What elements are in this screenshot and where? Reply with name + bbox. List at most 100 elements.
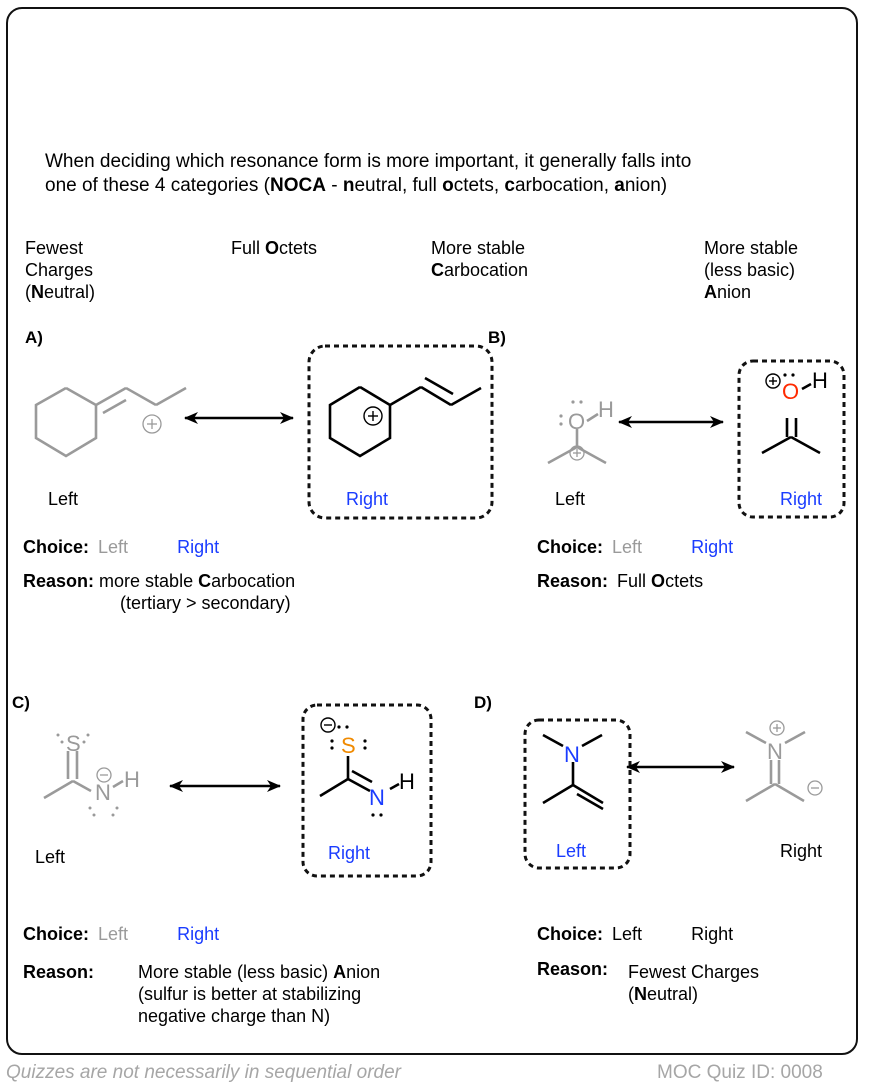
choice-right[interactable]: Right	[177, 537, 220, 557]
intro-text: When deciding which resonance form is mo…	[45, 150, 691, 198]
reason-text: Full	[617, 571, 652, 591]
bond	[43, 779, 74, 800]
choice-right[interactable]: Right	[177, 924, 220, 944]
bold-letter: n	[342, 175, 355, 196]
question-d-label: D)	[474, 693, 492, 712]
atom-h: H	[399, 769, 415, 794]
atom-h: H	[812, 368, 828, 393]
reason-label: Reason:	[537, 959, 609, 979]
choice-row-d: Choice: Left Right	[537, 923, 733, 945]
category-anion: More stable (less basic) Anion	[704, 237, 798, 303]
question-b-label: B)	[488, 328, 506, 347]
bond-double	[351, 769, 373, 784]
bond	[745, 782, 776, 803]
lone-pair-dots	[559, 400, 583, 426]
bond	[542, 733, 564, 748]
lone-pair-dots	[330, 725, 383, 817]
text-segment: nion	[717, 282, 752, 302]
choice-label: Choice:	[23, 924, 90, 944]
structure-a-right	[328, 376, 482, 458]
intro-text-segment: eutral, full	[354, 175, 443, 196]
bond	[801, 382, 812, 391]
reason-text: (tertiary > secondary)	[120, 593, 291, 613]
reason-d: Reason: Fewest Charges (Neutral)	[537, 958, 759, 1004]
bond-ring	[34, 386, 98, 458]
text-segment: (	[25, 282, 31, 302]
intro-text-segment: one of these 4 categories (	[45, 175, 270, 196]
option-d-left-label[interactable]: Left	[556, 841, 587, 861]
structure-b-left	[547, 412, 607, 465]
intro-text-segment: nion)	[624, 175, 668, 196]
option-b-left-label[interactable]: Left	[555, 489, 586, 509]
choice-left[interactable]: Left	[98, 924, 129, 944]
bold-letter: O	[265, 238, 280, 258]
quiz-card-frame	[6, 7, 858, 1055]
minus-charge-icon	[96, 767, 112, 783]
atom-n: N	[564, 742, 580, 767]
bond	[319, 777, 349, 798]
bond	[72, 779, 92, 793]
answer-box-c	[301, 703, 433, 878]
bond	[112, 779, 124, 789]
structure-c-right	[319, 717, 400, 798]
bold-letter: A	[333, 962, 347, 982]
intro-text-segment: ctets,	[453, 175, 505, 196]
noca-acronym: NOCA	[269, 175, 326, 196]
atom-n: N	[767, 739, 783, 764]
plus-charge-icon	[142, 414, 162, 434]
atom-h: H	[598, 397, 614, 422]
choice-row-c: Choice: Left Right	[23, 923, 219, 945]
choice-left[interactable]: Left	[98, 537, 129, 557]
answer-box-a	[307, 344, 494, 520]
structure-a-left	[34, 386, 187, 458]
option-b-right-label[interactable]: Right	[780, 489, 823, 509]
lone-pair-dots	[783, 373, 795, 377]
structure-c-left	[43, 751, 124, 800]
choice-right[interactable]: Right	[691, 537, 734, 557]
reason-text: (	[628, 984, 634, 1004]
option-a-right-label[interactable]: Right	[346, 489, 389, 509]
option-a-left-label[interactable]: Left	[48, 489, 79, 509]
intro-line-2: one of these 4 categories (NOCA - neutra…	[45, 174, 691, 198]
bond	[155, 386, 187, 407]
bond	[125, 386, 157, 407]
atom-s: S	[66, 731, 81, 756]
bold-letter: C	[431, 260, 444, 280]
bond-ring	[328, 385, 392, 458]
category-text: Fewest	[25, 238, 84, 258]
reason-text: ctets	[665, 571, 704, 591]
bond-double	[424, 376, 454, 396]
choice-left[interactable]: Left	[612, 924, 643, 944]
reason-text: more stable	[99, 571, 199, 591]
text-segment: eutral)	[44, 282, 96, 302]
text-segment: ctets	[279, 238, 318, 258]
bold-letter: O	[651, 571, 666, 591]
bond	[542, 783, 574, 805]
choice-label: Choice:	[537, 924, 604, 944]
category-text: More stable	[431, 238, 526, 258]
option-c-left-label[interactable]: Left	[35, 847, 66, 867]
atom-o: O	[568, 409, 585, 434]
bond-double	[95, 386, 127, 407]
choice-right[interactable]: Right	[691, 924, 734, 944]
category-text: Anion	[704, 281, 798, 303]
choice-left[interactable]: Left	[612, 537, 643, 557]
reason-text: negative charge than N)	[138, 1006, 331, 1026]
reason-text: (Neutral)	[628, 983, 759, 1005]
category-neutral: Fewest Charges (Neutral)	[25, 237, 95, 303]
bold-letter: A	[704, 282, 717, 302]
bond	[790, 435, 821, 455]
category-carbocation: More stable Carbocation	[431, 237, 528, 281]
choice-label: Choice:	[537, 537, 604, 557]
bond	[576, 445, 607, 465]
bond-double	[572, 783, 604, 805]
bond	[586, 412, 599, 423]
plus-charge-icon	[765, 373, 781, 389]
option-c-right-label[interactable]: Right	[328, 843, 371, 863]
footer-note: Quizzes are not necessarily in sequentia…	[6, 1062, 401, 1083]
reason-text: Fewest Charges	[628, 962, 760, 982]
lone-pair-dots	[56, 733, 119, 817]
option-d-right-label[interactable]: Right	[780, 841, 823, 861]
bold-letter: N	[634, 984, 647, 1004]
intro-text-segment: -	[325, 175, 343, 196]
